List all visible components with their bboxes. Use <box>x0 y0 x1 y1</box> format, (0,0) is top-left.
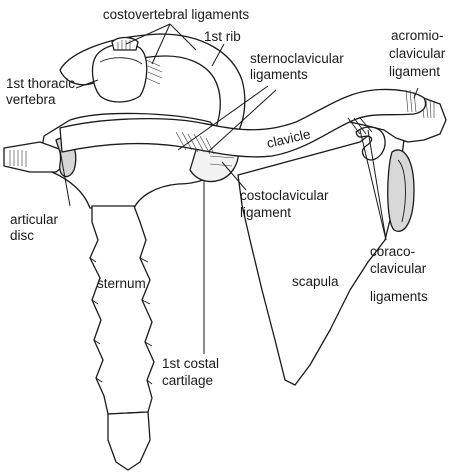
label-sternoclavicular-line1: sternoclavicular <box>250 51 344 66</box>
label-acromioclavicular-line3: ligament <box>389 64 440 79</box>
label-sternum: sternum <box>97 276 146 291</box>
label-articular-disc-line1: articular <box>10 212 59 227</box>
label-costoclavicular-line2: ligament <box>240 205 291 220</box>
label-coracoclavicular-line3: ligaments <box>370 289 428 304</box>
label-costoclavicular-line1: costoclavicular <box>240 188 329 203</box>
label-costovertebral-ligaments: costovertebral ligaments <box>103 7 250 22</box>
label-scapula: scapula <box>292 274 339 289</box>
label-sternoclavicular-line2: ligaments <box>250 67 308 82</box>
label-first-costal-cartilage-line1: 1st costal <box>162 356 219 371</box>
label-acromioclavicular-line2: clavicular <box>389 46 446 61</box>
label-acromioclavicular-line1: acromio- <box>391 28 444 43</box>
label-coracoclavicular-line2: clavicular <box>370 261 427 276</box>
label-first-costal-cartilage-line2: cartilage <box>162 373 213 388</box>
label-articular-disc-line2: disc <box>10 228 34 243</box>
label-first-thoracic-vertebra-line2: vertebra <box>6 92 56 107</box>
label-coracoclavicular-line1: coraco- <box>370 244 415 259</box>
label-first-rib: 1st rib <box>204 29 241 44</box>
label-first-thoracic-vertebra-line1: 1st thoracic <box>6 76 75 91</box>
